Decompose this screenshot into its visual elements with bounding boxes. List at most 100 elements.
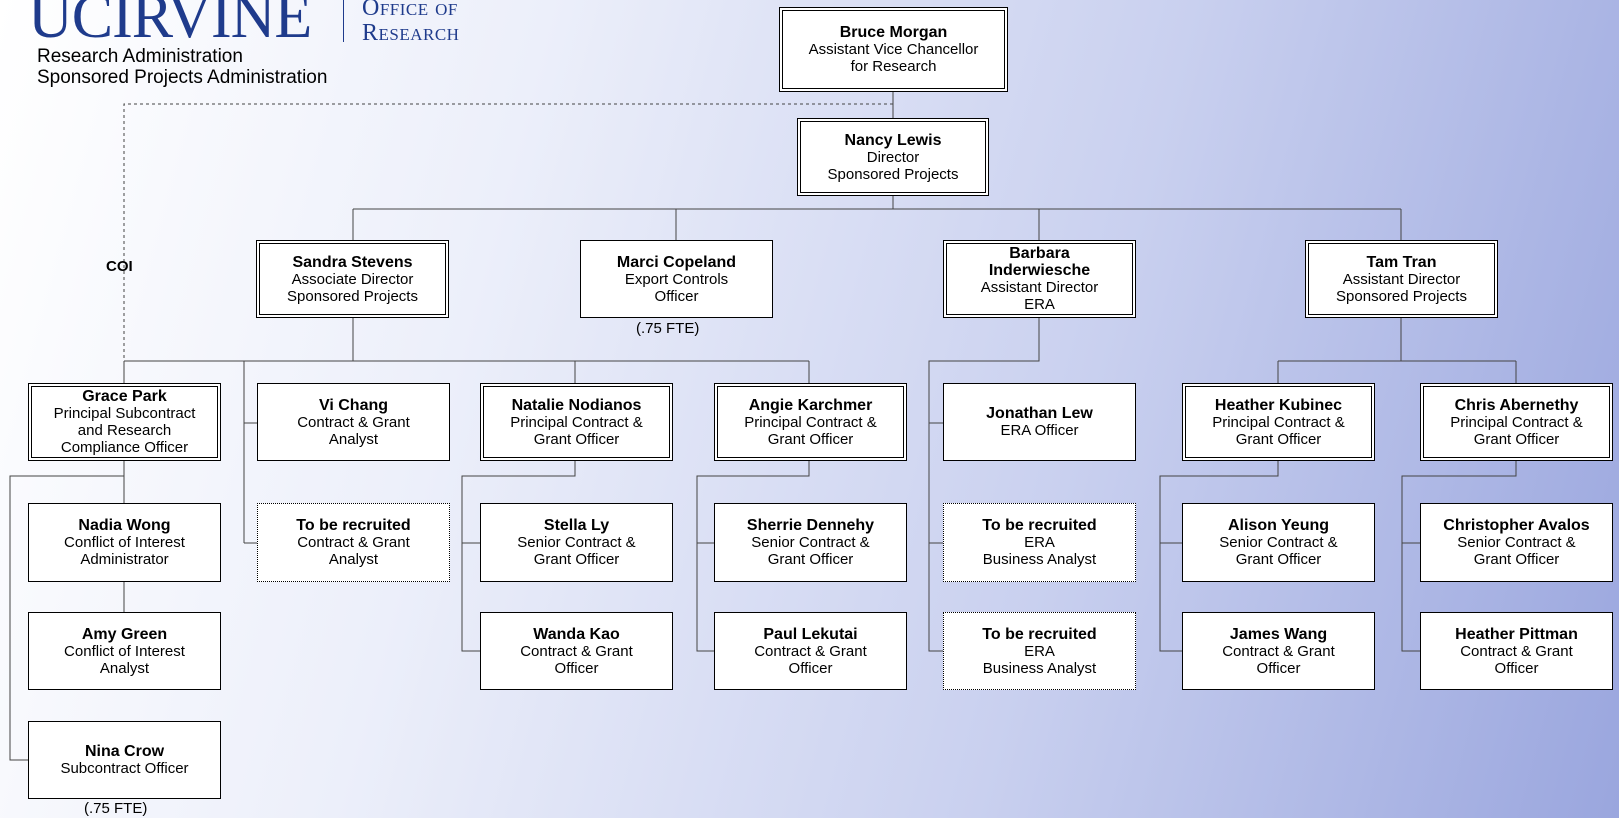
person-title: Principal Contract & [744, 413, 877, 431]
person-title: Grant Officer [533, 430, 620, 448]
person-title: Associate Director [291, 270, 414, 288]
org-box-chris-abernethy: Chris Abernethy Principal Contract & Gra… [1420, 383, 1613, 461]
person-name: Marci Copeland [616, 253, 737, 271]
person-name: Heather Pittman [1455, 625, 1578, 643]
person-name: Bruce Morgan [839, 24, 948, 41]
person-title: Principal Subcontract [53, 405, 196, 422]
subtitle-research-admin: Research Administration [37, 46, 243, 67]
person-title: Grant Officer [533, 551, 620, 568]
person-title: Compliance Officer [60, 439, 189, 456]
person-title: Assistant Director [980, 279, 1099, 296]
person-title: Grant Officer [1235, 430, 1322, 448]
person-name: Alison Yeung [1227, 517, 1330, 534]
person-name: Tam Tran [1366, 253, 1437, 271]
person-name: Grace Park [82, 388, 167, 405]
org-box-to-be-recruited-analyst: To be recruited Contract & Grant Analyst [257, 503, 450, 582]
person-title: Grant Officer [1473, 430, 1560, 448]
person-name: Vi Chang [318, 396, 389, 414]
person-name: To be recruited [982, 625, 1097, 643]
org-box-natalie-nodianos: Natalie Nodianos Principal Contract & Gr… [480, 383, 673, 461]
person-title: Officer [554, 659, 599, 677]
coi-label: COI [106, 258, 133, 275]
person-title: Contract & Grant [520, 642, 633, 660]
person-name: Nancy Lewis [844, 131, 942, 149]
fte-note-marci: (.75 FTE) [636, 320, 700, 337]
person-title: Principal Contract & [1212, 413, 1345, 431]
person-name: Chris Abernethy [1454, 396, 1579, 414]
org-box-james-wang: James Wang Contract & Grant Officer [1182, 612, 1375, 690]
org-box-paul-lekutai: Paul Lekutai Contract & Grant Officer [714, 612, 907, 690]
person-title: Senior Contract & [751, 534, 870, 551]
person-title: Grant Officer [1473, 551, 1560, 568]
org-box-angie-karchmer: Angie Karchmer Principal Contract & Gran… [714, 383, 907, 461]
person-name: Sandra Stevens [292, 253, 413, 271]
logo-office-line1: Office of [362, 0, 458, 21]
person-title: Officer [1256, 659, 1301, 677]
person-title: Grant Officer [1235, 551, 1322, 568]
person-title: Principal Contract & [1450, 413, 1583, 431]
person-title: ERA Officer [1000, 422, 1079, 439]
connector-barbara-rail [928, 318, 1040, 652]
person-name: Paul Lekutai [763, 625, 858, 643]
person-title: Officer [788, 659, 833, 677]
org-box-sandra-stevens: Sandra Stevens Associate Director Sponso… [256, 240, 449, 318]
person-title: Contract & Grant [1460, 642, 1573, 660]
org-box-bruce-morgan: Bruce Morgan Assistant Vice Chancellor f… [779, 7, 1008, 92]
person-title: and Research [77, 422, 172, 439]
person-title: ERA [1024, 642, 1055, 660]
person-title: Senior Contract & [1457, 534, 1576, 551]
person-name: Wanda Kao [533, 625, 620, 643]
person-name: Inderwiesche [988, 262, 1091, 279]
person-name: To be recruited [982, 517, 1097, 534]
person-name: Natalie Nodianos [511, 396, 642, 414]
connector-coi-dotted [123, 103, 893, 361]
office-of-research-logo: Office of Research [362, 0, 459, 46]
person-title: Assistant Vice Chancellor [808, 41, 979, 58]
org-box-christopher-avalos: Christopher Avalos Senior Contract & Gra… [1420, 503, 1613, 582]
org-box-amy-green: Amy Green Conflict of Interest Analyst [28, 612, 221, 690]
org-box-heather-kubinec: Heather Kubinec Principal Contract & Gra… [1182, 383, 1375, 461]
person-title: Sponsored Projects [1336, 287, 1467, 305]
person-title: Business Analyst [982, 659, 1097, 677]
org-box-tam-tran: Tam Tran Assistant Director Sponsored Pr… [1305, 240, 1498, 318]
person-name: Nina Crow [84, 743, 165, 760]
person-title: Contract & Grant [297, 413, 410, 431]
person-name: Jonathan Lew [986, 405, 1093, 422]
person-title: Sponsored Projects [827, 165, 959, 183]
person-title: Principal Contract & [510, 413, 643, 431]
person-name: James Wang [1229, 625, 1328, 643]
person-title: Conflict of Interest [64, 534, 185, 551]
person-title: Contract & Grant [1222, 642, 1335, 660]
org-box-to-be-recruited-era-1: To be recruited ERA Business Analyst [943, 503, 1136, 582]
person-name: Nadia Wong [78, 517, 171, 534]
person-title: Business Analyst [982, 551, 1097, 568]
person-title: Conflict of Interest [64, 642, 185, 660]
person-title: Assistant Director [1342, 270, 1461, 288]
org-box-alison-yeung: Alison Yeung Senior Contract & Grant Off… [1182, 503, 1375, 582]
person-name: Barbara [1009, 245, 1070, 262]
org-box-stella-ly: Stella Ly Senior Contract & Grant Office… [480, 503, 673, 582]
person-title: Analyst [328, 430, 379, 448]
person-name: Sherrie Dennehy [746, 517, 875, 534]
person-title: Export Controls [624, 270, 729, 288]
person-title: Senior Contract & [1219, 534, 1338, 551]
person-name: Amy Green [81, 625, 168, 643]
org-box-to-be-recruited-era-2: To be recruited ERA Business Analyst [943, 612, 1136, 690]
person-title: ERA [1024, 296, 1055, 313]
org-box-jonathan-lew: Jonathan Lew ERA Officer [943, 383, 1136, 461]
person-title: Sponsored Projects [287, 287, 418, 305]
person-name: Angie Karchmer [748, 396, 873, 414]
person-title: Administrator [80, 551, 169, 568]
logo-divider [343, 0, 344, 42]
org-box-barbara-inderwiesche: Barbara Inderwiesche Assistant Director … [943, 240, 1136, 318]
fte-note-nina: (.75 FTE) [84, 800, 148, 817]
org-box-wanda-kao: Wanda Kao Contract & Grant Officer [480, 612, 673, 690]
person-title: Director [866, 148, 920, 166]
org-box-marci-copeland: Marci Copeland Export Controls Officer [580, 240, 773, 318]
person-title: Contract & Grant [754, 642, 867, 660]
person-name: Stella Ly [543, 517, 610, 534]
person-name: To be recruited [296, 517, 411, 534]
person-title: Officer [1494, 659, 1539, 677]
person-title: ERA [1024, 534, 1055, 551]
person-title: Analyst [99, 659, 150, 677]
